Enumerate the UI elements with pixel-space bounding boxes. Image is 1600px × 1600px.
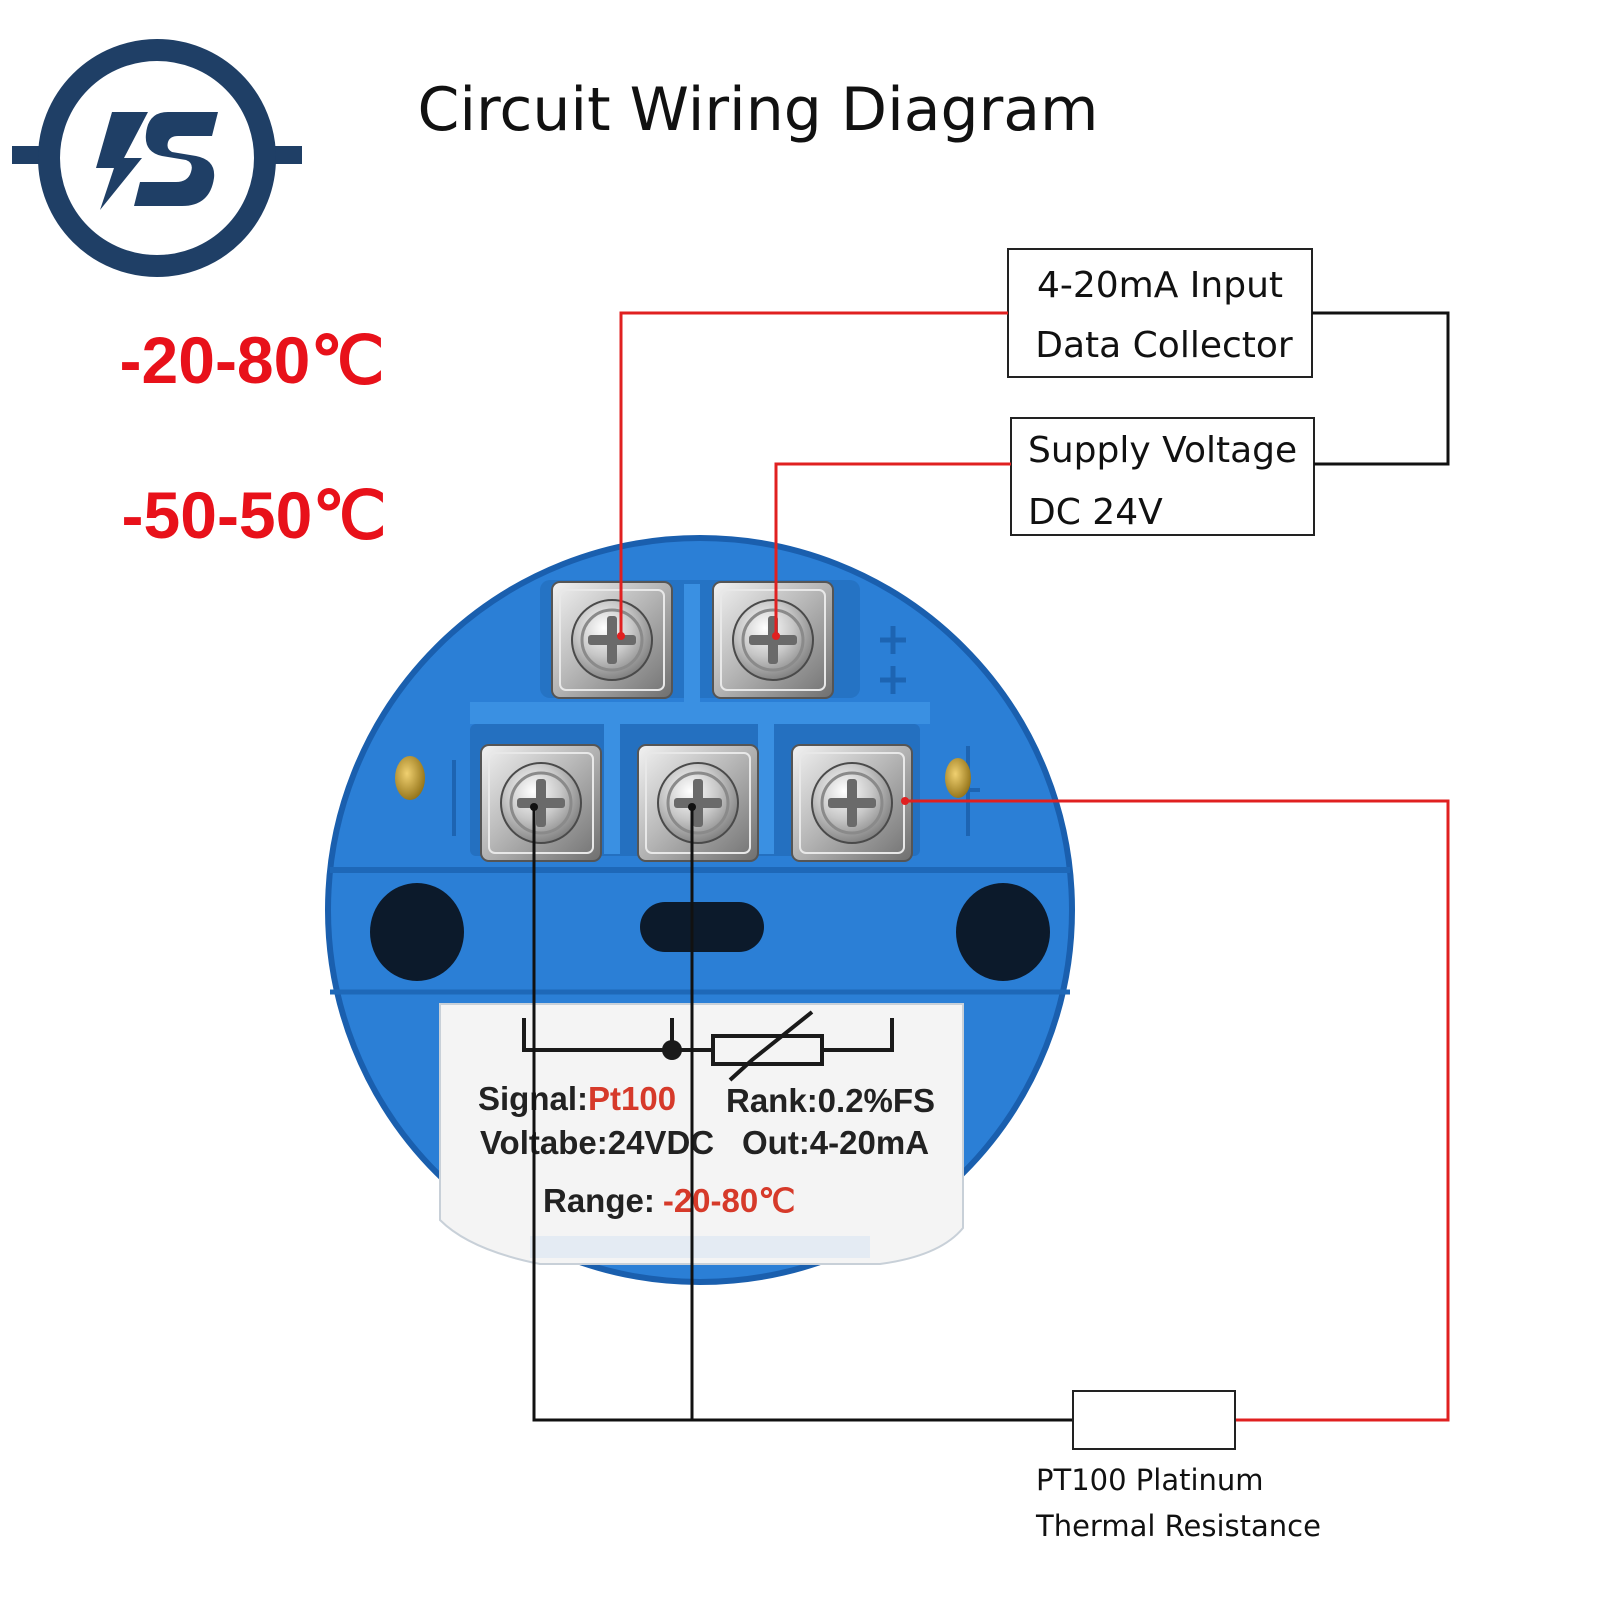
range-label-secondary: -50-50℃ — [122, 478, 387, 552]
terminal-bottom-left-screw-terminal-icon — [479, 743, 603, 863]
lightning-s-logo-icon — [96, 112, 218, 210]
mounting-hole-left — [370, 883, 464, 981]
label-output: Out:4-20mA — [742, 1124, 929, 1161]
label-rank: Rank:0.2%FS — [726, 1082, 935, 1119]
variable-resistor-icon — [711, 1034, 824, 1066]
logo-ring — [38, 39, 276, 277]
wire-to-data-collector — [619, 311, 1008, 636]
wire-sensor-black-left — [532, 807, 1073, 1422]
page-title: Circuit Wiring Diagram — [417, 75, 1098, 145]
terminal-bottom-center-screw-terminal-icon — [636, 743, 760, 863]
label-voltage: Voltabe:24VDC — [480, 1124, 714, 1161]
mounting-hole-right — [956, 883, 1050, 981]
pt100-label-line2: Thermal Resistance — [1035, 1509, 1321, 1543]
terminal-top-left-screw-terminal-icon — [550, 580, 674, 700]
brand-logo — [12, 39, 302, 277]
label-range-line: Range:-20-80℃ — [543, 1182, 795, 1219]
center-slot — [640, 902, 764, 952]
terminal-top-right-screw-terminal-icon — [711, 580, 835, 700]
supply-box-line1: Supply Voltage — [1028, 430, 1297, 471]
wire-to-supply-voltage — [774, 462, 1011, 636]
input-box-line1: 4-20mA Input — [1037, 265, 1283, 306]
brass-pin-right — [945, 758, 971, 798]
brass-pin-left — [395, 756, 425, 800]
input-data-collector-box: 4-20mA Input Data Collector — [1007, 248, 1313, 378]
box-link-wire — [1312, 311, 1450, 466]
input-box-line2: Data Collector — [1035, 325, 1293, 366]
pt100-resistor — [1072, 1390, 1236, 1450]
label-junction-dot — [662, 1040, 682, 1060]
terminal-bottom-right-screw-terminal-icon — [790, 743, 914, 863]
pt100-label-line1: PT100 Platinum — [1036, 1463, 1264, 1497]
range-label-primary: -20-80℃ — [120, 323, 385, 397]
supply-box-line2: DC 24V — [1028, 492, 1163, 533]
temperature-transmitter-module: Signal:Pt100 Rank:0.2%FS Voltabe:24VDC O… — [325, 535, 1075, 1285]
spec-label-plate: Signal:Pt100 Rank:0.2%FS Voltabe:24VDC O… — [439, 1003, 964, 1265]
label-signal-line: Signal:Pt100 — [478, 1080, 676, 1117]
supply-voltage-box: Supply Voltage DC 24V — [1010, 417, 1315, 536]
wire-sensor-red — [905, 799, 1450, 1422]
